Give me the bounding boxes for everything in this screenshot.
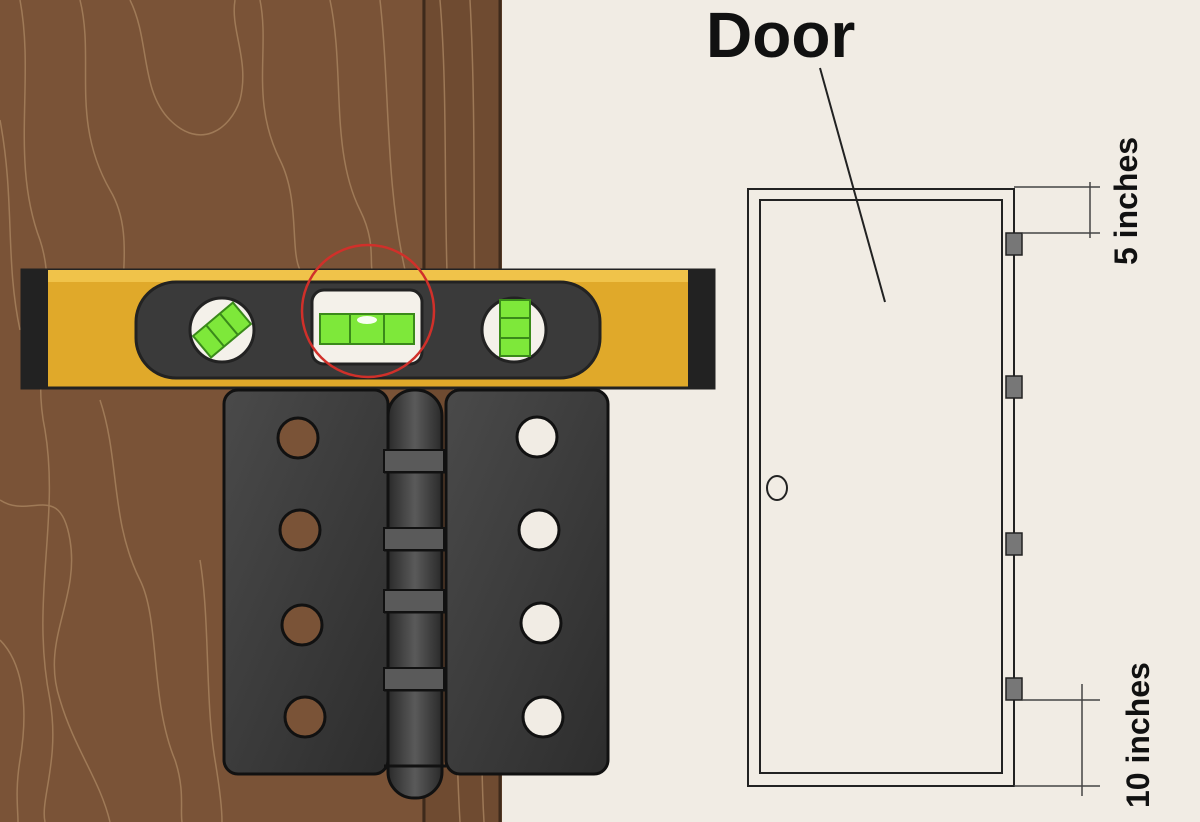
right-vial	[480, 296, 548, 364]
center-vial	[310, 288, 424, 366]
left-vial	[188, 296, 256, 364]
top-dimension-label: 5 inches	[1108, 137, 1144, 265]
level-highlight-circle	[300, 243, 436, 379]
dimension-lines	[1014, 182, 1100, 796]
door-drawing	[747, 67, 1100, 796]
bottom-dimension-label: 10 inches	[1120, 662, 1156, 808]
hinge	[222, 388, 610, 800]
hinge-screw-holes	[276, 415, 565, 739]
door-knob	[766, 475, 788, 501]
spirit-level	[20, 243, 716, 390]
door-hinges	[1005, 232, 1023, 701]
door-label: Door	[706, 0, 855, 71]
door-label-leader	[819, 67, 886, 303]
hinge-knuckle	[383, 388, 446, 800]
